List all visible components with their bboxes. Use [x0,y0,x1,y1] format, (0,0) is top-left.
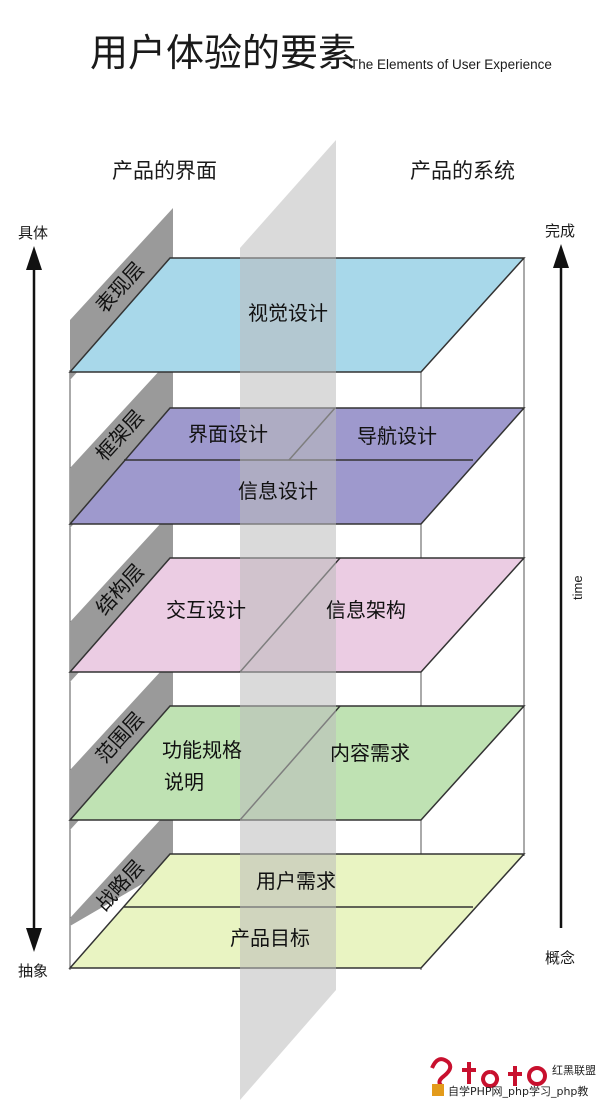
cell-information-architecture: 信息架构 [326,598,406,622]
cell-navigation-design: 导航设计 [357,424,437,448]
left-axis-arrow-up-icon [26,246,42,270]
right-column-header: 产品的系统 [410,159,515,183]
cell-user-needs: 用户需求 [256,869,336,893]
tab-structure [70,510,173,682]
tab-skeleton [70,356,173,528]
watermark-php-icon [432,1084,444,1096]
left-axis-bottom-label: 抽象 [18,962,48,980]
diagram-title: 用户体验的要素 [90,31,356,75]
cell-information-design: 信息设计 [238,479,318,503]
left-axis-top-label: 具体 [18,224,48,242]
cell-product-objectives: 产品目标 [230,926,310,950]
left-column-header: 产品的界面 [112,159,217,183]
watermark-logo-mark-icon [430,1057,453,1088]
right-axis-arrow-up-icon [553,244,569,268]
cell-content-requirements: 内容需求 [330,741,410,765]
watermark-bottom-text: 自学PHP网_php学习_php教 [448,1084,588,1098]
cell-functional-spec: 功能规格 [162,738,242,762]
tab-strategy [70,806,173,926]
left-axis-arrow-down-icon [26,928,42,952]
cell-interface-design: 界面设计 [188,422,268,446]
right-axis-bottom-label: 概念 [545,949,575,967]
watermark-brand: 红黑联盟 [552,1064,596,1077]
cell-visual-design: 视觉设计 [248,301,328,325]
right-axis-top-label: 完成 [545,222,575,240]
tab-scope [70,658,173,830]
center-divider-plane [240,140,336,1100]
watermark-logo: 红黑联盟 自学PHP网_php学习_php教 [430,1057,596,1098]
cell-interaction-design: 交互设计 [166,598,246,622]
right-axis-time-label: time [570,575,585,600]
tab-surface [70,208,173,380]
layer-tabs [70,208,173,926]
diagram-subtitle: The Elements of User Experience [350,57,552,72]
cell-functional-spec-2: 说明 [164,770,204,794]
